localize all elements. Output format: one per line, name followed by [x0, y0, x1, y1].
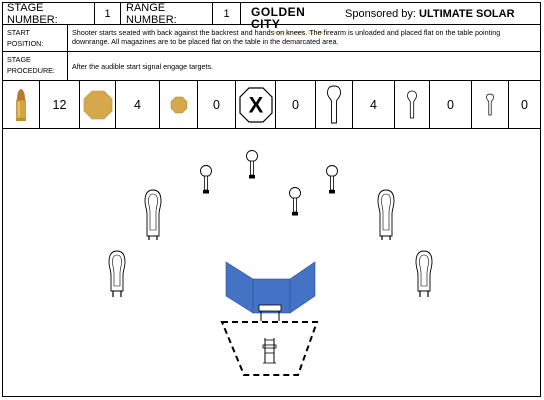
paper-target-stand: [144, 189, 162, 240]
mini-popper-target: [289, 187, 301, 216]
paper-target-stand: [377, 189, 395, 240]
shooting-area: [220, 321, 319, 376]
stage-number-value: 1: [104, 7, 111, 20]
stage-number-value-cell: 1: [95, 3, 121, 24]
cartridge-cell: [3, 81, 40, 128]
start-position-row: START POSITION: Shooter starts seated wi…: [3, 25, 540, 52]
range-number-label: RANGE NUMBER:: [126, 1, 177, 26]
stage-procedure-label-line2: PROCEDURE:: [7, 66, 55, 75]
large-popper-count-cell: 4: [353, 81, 395, 128]
stage-procedure-label-line1: STAGE: [7, 55, 31, 64]
no-shoot-count-cell: 0: [276, 81, 316, 128]
octagon-plate-large-icon: [83, 90, 112, 119]
mini-popper-target: [326, 165, 338, 194]
popper-mini-icon: [486, 93, 494, 115]
stage-procedure-row: STAGE PROCEDURE: After the audible start…: [3, 52, 540, 81]
stage-number-label: STAGE NUMBER:: [7, 1, 58, 26]
rounds-count-cell: 12: [40, 81, 80, 128]
stage-diagram: [108, 150, 433, 376]
start-position-label-line1: START: [7, 28, 30, 37]
range-number-value: 1: [223, 7, 230, 20]
paper-target-stand: [415, 250, 433, 297]
large-octagon-count: 4: [134, 97, 141, 112]
large-popper-count: 4: [370, 97, 377, 112]
no-shoot-mark: X: [248, 92, 263, 117]
medium-popper-cell: [395, 81, 430, 128]
start-position-label-cell: START POSITION:: [3, 25, 68, 51]
mini-popper-cell: [472, 81, 509, 128]
club-logo: GOLDEN CITY SHOOTING CLUB: [251, 6, 331, 35]
paper-target-stand: [108, 250, 126, 297]
large-popper-cell: [316, 81, 353, 128]
small-octagon-cell: [160, 81, 198, 128]
cartridge-icon: [16, 88, 26, 121]
club-logo-subtitle: SHOOTING CLUB: [273, 30, 325, 35]
shooting-table: [258, 304, 282, 321]
popper-large-icon: [327, 85, 341, 123]
sponsor-line: Sponsored by: ULTIMATE SOLAR: [345, 3, 515, 25]
stage-number-label-cell: STAGE NUMBER:: [3, 1, 95, 26]
popper-medium-icon: [407, 90, 417, 118]
large-octagon-cell: [80, 81, 116, 128]
stage-procedure-text: After the audible start signal engage ta…: [72, 62, 214, 71]
stage-procedure-label-cell: STAGE PROCEDURE:: [3, 52, 68, 80]
stage-brief-sheet: STAGE NUMBER: 1 RANGE NUMBER: 1 GOLDEN C…: [2, 2, 541, 397]
medium-popper-count: 0: [447, 97, 454, 112]
small-octagon-count: 0: [213, 97, 220, 112]
range-number-label-cell: RANGE NUMBER:: [121, 1, 213, 26]
mini-popper-target: [246, 150, 258, 179]
no-shoot-cell: X: [236, 81, 276, 128]
header-row: STAGE NUMBER: 1 RANGE NUMBER: 1 GOLDEN C…: [3, 1, 540, 35]
rounds-count: 12: [52, 97, 67, 112]
sponsor-prefix: Sponsored by:: [345, 8, 419, 20]
club-logo-title: GOLDEN CITY: [251, 5, 306, 31]
blue-barricade: [225, 261, 316, 314]
mini-popper-count: 0: [521, 97, 528, 112]
medium-popper-count-cell: 0: [430, 81, 472, 128]
no-shoot-icon: X: [238, 86, 273, 123]
mini-popper-count-cell: 0: [509, 81, 540, 128]
no-shoot-count: 0: [292, 97, 299, 112]
start-position-label-line2: POSITION:: [7, 39, 44, 48]
large-octagon-count-cell: 4: [116, 81, 160, 128]
mini-popper-target: [200, 165, 212, 194]
small-octagon-count-cell: 0: [198, 81, 236, 128]
chair: [262, 338, 277, 364]
target-count-row: 12 4 0 X 0: [3, 81, 540, 129]
range-number-value-cell: 1: [213, 3, 241, 24]
sponsor-name: ULTIMATE SOLAR: [419, 8, 515, 20]
start-position-text: Shooter starts seated with back against …: [72, 28, 501, 46]
octagon-plate-small-icon: [170, 96, 187, 113]
